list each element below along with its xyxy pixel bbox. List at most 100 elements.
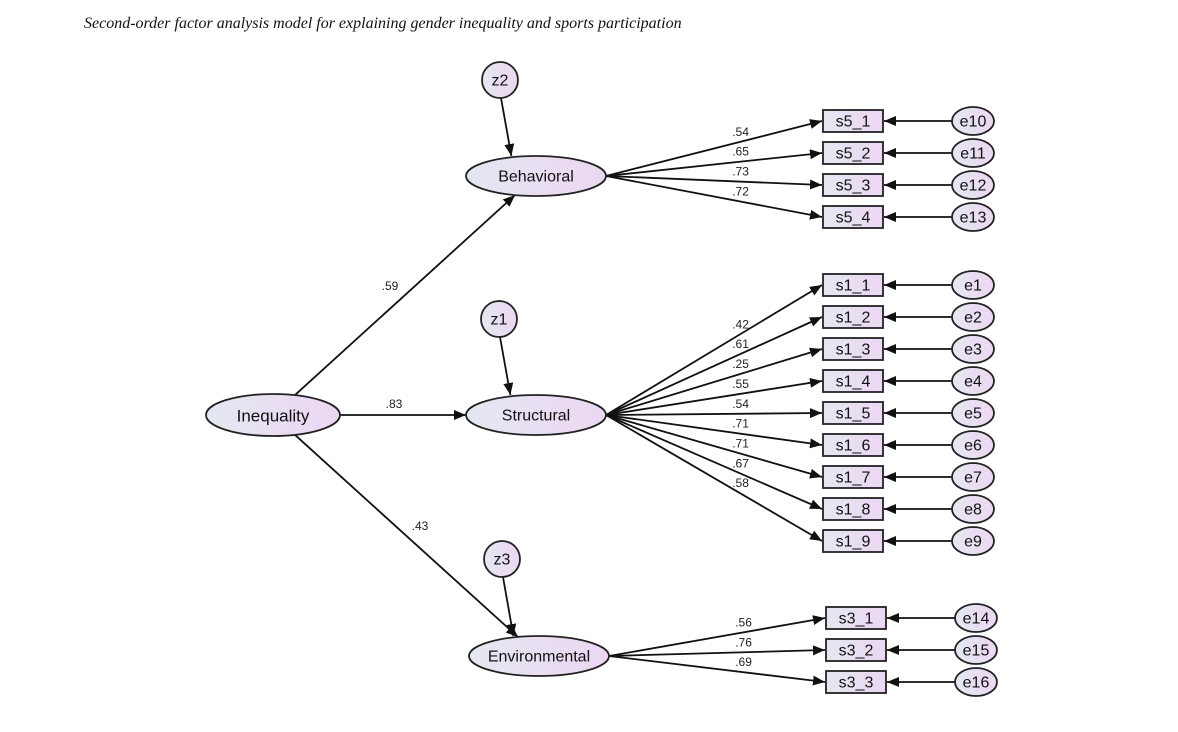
coef-s3-1: .56 [735,615,752,629]
error-e3-label: e3 [964,342,982,359]
coef-s1-5: .54 [732,397,749,411]
coef-s1-8: .67 [732,456,749,470]
coef-s1-6: .71 [732,417,749,431]
factor-inequality[interactable]: Inequality [205,393,341,437]
error-e4-label: e4 [964,374,982,391]
indicator-s3-1-label: s3_1 [839,611,874,628]
indicator-s1-2[interactable]: s1_2 [822,305,884,329]
indicator-s3-1[interactable]: s3_1 [825,606,887,630]
error-e5-label: e5 [964,406,982,423]
error-e15-label: e15 [963,643,990,660]
indicator-s1-1-label: s1_1 [836,278,871,295]
error-e5[interactable]: e5 [951,398,995,428]
path-behavioral-to-s5-1 [605,119,823,177]
error-e15[interactable]: e15 [954,635,998,665]
error-e12[interactable]: e12 [951,170,995,200]
error-e7-label: e7 [964,470,982,487]
error-e11[interactable]: e11 [951,138,995,168]
coef-inequality-environmental: .43 [412,519,429,533]
path-behavioral-to-s5-2 [605,149,823,177]
path-structural-to-s1-3 [605,347,823,416]
factor-environmental[interactable]: Environmental [468,635,610,677]
path-behavioral-to-s5-3 [605,175,823,190]
coef-s5-4: .72 [732,184,749,198]
path-environmental-to-s3-1 [608,615,826,657]
indicator-s5-4[interactable]: s5_4 [822,205,884,229]
error-e2[interactable]: e2 [951,302,995,332]
error-e10[interactable]: e10 [951,106,995,136]
disturbance-z1-label: z1 [491,312,508,329]
indicator-s5-1[interactable]: s5_1 [822,109,884,133]
coef-s1-7: .71 [732,436,749,450]
indicator-s1-1[interactable]: s1_1 [822,273,884,297]
indicator-s1-3[interactable]: s1_3 [822,337,884,361]
path-inequality-to-environmental [294,434,519,638]
error-e16[interactable]: e16 [954,667,998,697]
indicator-s1-6-label: s1_6 [836,438,871,455]
disturbance-z2[interactable]: z2 [481,61,519,99]
coef-s5-3: .73 [732,165,749,179]
indicator-s1-8-label: s1_8 [836,502,871,519]
coef-s5-2: .65 [732,145,749,159]
figure-caption: Second-order factor analysis model for e… [84,15,682,32]
indicator-s3-3-label: s3_3 [839,675,874,692]
indicator-s1-4-label: s1_4 [836,374,871,391]
error-e3[interactable]: e3 [951,334,995,364]
indicator-s3-2[interactable]: s3_2 [825,638,887,662]
path-structural-to-s1-8 [605,414,823,510]
indicator-s5-1-label: s5_1 [836,114,871,131]
error-e1[interactable]: e1 [951,270,995,300]
error-e8-label: e8 [964,502,982,519]
coef-s5-1: .54 [732,125,749,139]
path-z2-to-behavioral [500,97,515,157]
coef-s1-4: .55 [732,377,749,391]
error-e13[interactable]: e13 [951,202,995,232]
disturbance-z3[interactable]: z3 [483,540,521,578]
error-e7[interactable]: e7 [951,462,995,492]
error-e13-label: e13 [960,210,987,227]
error-e6[interactable]: e6 [951,430,995,460]
error-e11-label: e11 [960,146,986,163]
indicator-s1-2-label: s1_2 [836,310,871,327]
path-structural-to-s1-5 [605,408,823,419]
path-structural-to-s1-4 [605,377,823,416]
indicator-s1-7[interactable]: s1_7 [822,465,884,489]
indicator-s1-8[interactable]: s1_8 [822,497,884,521]
indicator-s1-3-label: s1_3 [836,342,871,359]
factor-environmental-label: Environmental [488,649,590,666]
coef-s1-2: .61 [732,337,749,351]
coef-inequality-behavioral: .59 [382,279,399,293]
indicator-s5-3-label: s5_3 [836,178,871,195]
error-e9[interactable]: e9 [951,526,995,556]
indicator-s5-2[interactable]: s5_2 [822,141,884,165]
path-structural-to-s1-9 [605,414,823,542]
indicator-s1-9-label: s1_9 [836,534,871,551]
coef-s1-9: .58 [732,476,749,490]
error-e14[interactable]: e14 [954,603,998,633]
indicator-s1-6[interactable]: s1_6 [822,433,884,457]
indicator-s1-4[interactable]: s1_4 [822,369,884,393]
indicator-s1-5-label: s1_5 [836,406,871,423]
factor-structural-label: Structural [502,408,570,425]
error-e12-label: e12 [960,178,987,195]
error-e8[interactable]: e8 [951,494,995,524]
indicator-s1-7-label: s1_7 [836,470,871,487]
indicator-s1-9[interactable]: s1_9 [822,529,884,553]
coef-s3-3: .69 [735,655,752,669]
indicator-s3-3[interactable]: s3_3 [825,670,887,694]
disturbance-z1[interactable]: z1 [480,300,518,338]
factor-structural[interactable]: Structural [465,394,607,436]
error-e4[interactable]: e4 [951,366,995,396]
factor-behavioral[interactable]: Behavioral [465,155,607,197]
error-e6-label: e6 [964,438,982,455]
indicator-s1-5[interactable]: s1_5 [822,401,884,425]
path-z1-to-structural [499,336,514,396]
disturbance-z3-label: z3 [494,552,511,569]
path-inequality-to-behavioral [294,194,516,396]
error-e10-label: e10 [960,114,987,131]
path-environmental-to-s3-2 [608,645,826,657]
indicator-s5-3[interactable]: s5_3 [822,173,884,197]
error-e1-label: e1 [964,278,982,295]
